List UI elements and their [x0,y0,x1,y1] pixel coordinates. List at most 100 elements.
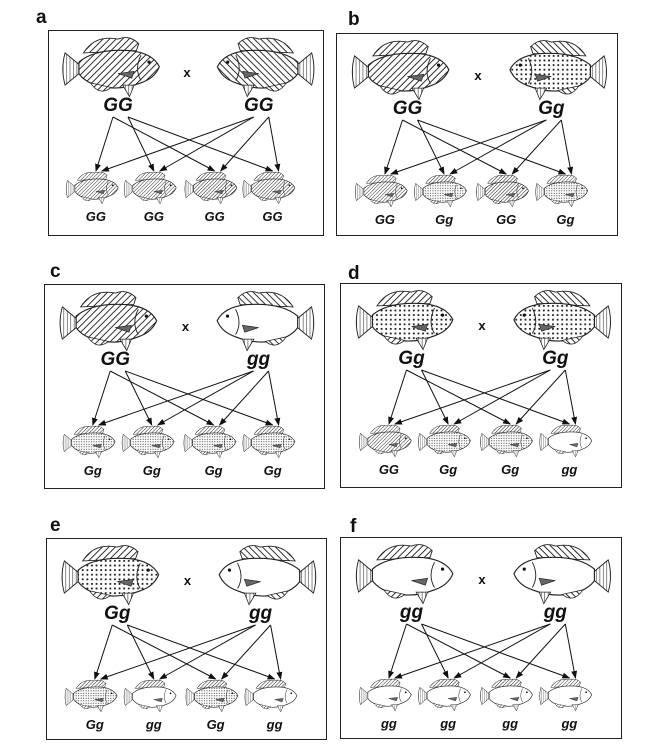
inheritance-arrow [159,116,255,172]
fish-icon [418,424,471,458]
inheritance-arrow [268,370,281,426]
inheritance-arrow [564,623,578,679]
inheritance-arrow [92,370,111,426]
fish-icon [355,544,454,605]
panel-box: x Gg Gg GG Gg Gg gg [340,283,622,488]
panel-label: f [350,516,357,537]
offspring-genotype: GG [143,209,164,224]
panel-artwork [355,290,611,458]
panel-label: b [348,9,360,30]
panel-artwork [62,37,315,205]
offspring-genotype: GG [374,212,396,227]
panel-artwork [355,544,611,712]
inheritance-arrow [393,369,551,425]
inheritance-arrow [95,116,114,172]
inheritance-arrow [421,369,449,425]
fish-icon [480,424,533,458]
inheritance-arrow [125,370,274,426]
offspring-genotype: GG [496,212,517,227]
inheritance-arrow [417,119,567,175]
fish-icon [358,678,412,712]
inheritance-arrow [515,369,566,425]
inheritance-arrow [515,623,566,679]
panel-artwork [61,545,317,713]
panel-label: d [348,263,360,284]
panel-box: x GG Gg GG Gg GG Gg [336,33,618,236]
panel-artwork [59,291,315,459]
offspring-genotype: GG [378,462,400,477]
cross-symbol: x [478,572,486,587]
offspring-genotype: gg [561,716,578,731]
parent-genotype-left: gg [399,602,424,623]
inheritance-arrow [417,119,445,175]
offspring-genotype: gg [380,716,397,731]
inheritance-arrow [110,370,215,426]
fish-icon [539,424,593,458]
inheritance-arrow [158,624,256,680]
inheritance-arrow [393,623,551,679]
fish-icon [476,174,529,208]
cross-symbol: x [478,318,486,333]
fish-icon [513,290,611,351]
offspring-genotype: gg [145,717,162,732]
inheritance-arrow [384,119,403,175]
panel-box: x GG gg Gg Gg Gg Gg [44,284,325,489]
offspring-genotype: GG [204,209,225,224]
fish-icon [539,678,593,712]
inheritance-arrow [97,370,254,426]
fish-icon [123,171,177,205]
inheritance-arrow [127,116,155,172]
inheritance-arrow [511,119,562,175]
parent-genotype-left: Gg [104,603,131,624]
fish-icon [418,678,471,712]
inheritance-arrow [127,624,276,680]
fish-icon [183,425,237,459]
inheritance-arrow [127,116,274,172]
inheritance-arrow [389,119,547,175]
inheritance-arrow [388,369,407,425]
fish-icon [242,171,296,205]
panel-label: e [50,515,61,536]
parent-genotype-right: Gg [538,98,565,119]
fish-icon [64,679,118,713]
inheritance-arrow [218,370,269,426]
inheritance-arrow [560,119,574,175]
fish-icon [61,545,160,606]
inheritance-arrow [126,624,155,680]
cross-symbol: x [183,573,192,588]
offspring-genotype: Gg [83,463,102,478]
panel-label: a [36,7,47,28]
offspring-genotype: GG [262,209,283,224]
offspring-genotype: Gg [142,463,161,478]
fish-icon [244,679,298,713]
parent-genotype-right: gg [543,602,567,623]
panel-label: c [50,261,61,282]
inheritance-arrow [421,369,571,425]
fish-icon [414,174,467,208]
panel-box: x gg gg gg gg gg gg [340,537,622,739]
fish-icon [185,679,239,713]
fish-icon [121,425,175,459]
fish-icon [216,291,315,352]
offspring-genotype: gg [266,717,283,732]
inheritance-arrow [564,369,578,425]
offspring-genotype: gg [561,462,578,477]
inheritance-arrow [94,624,113,680]
inheritance-arrow [112,624,217,680]
parent-genotype-right: gg [246,349,271,370]
fish-icon [354,174,408,208]
inheritance-arrow [100,116,254,172]
fish-icon [509,40,607,101]
parent-genotype-left: GG [100,349,131,370]
inheritance-arrow [219,116,270,172]
fish-icon [62,37,161,98]
offspring-genotype: Gg [85,717,104,732]
fish-icon [59,291,158,352]
parent-genotype-left: Gg [398,348,425,369]
fish-icon [535,174,589,208]
fish-icon [184,171,238,205]
parent-genotype-right: Gg [542,348,569,369]
inheritance-arrow [453,369,551,425]
offspring-genotype: Gg [439,462,458,477]
fish-icon [123,679,177,713]
